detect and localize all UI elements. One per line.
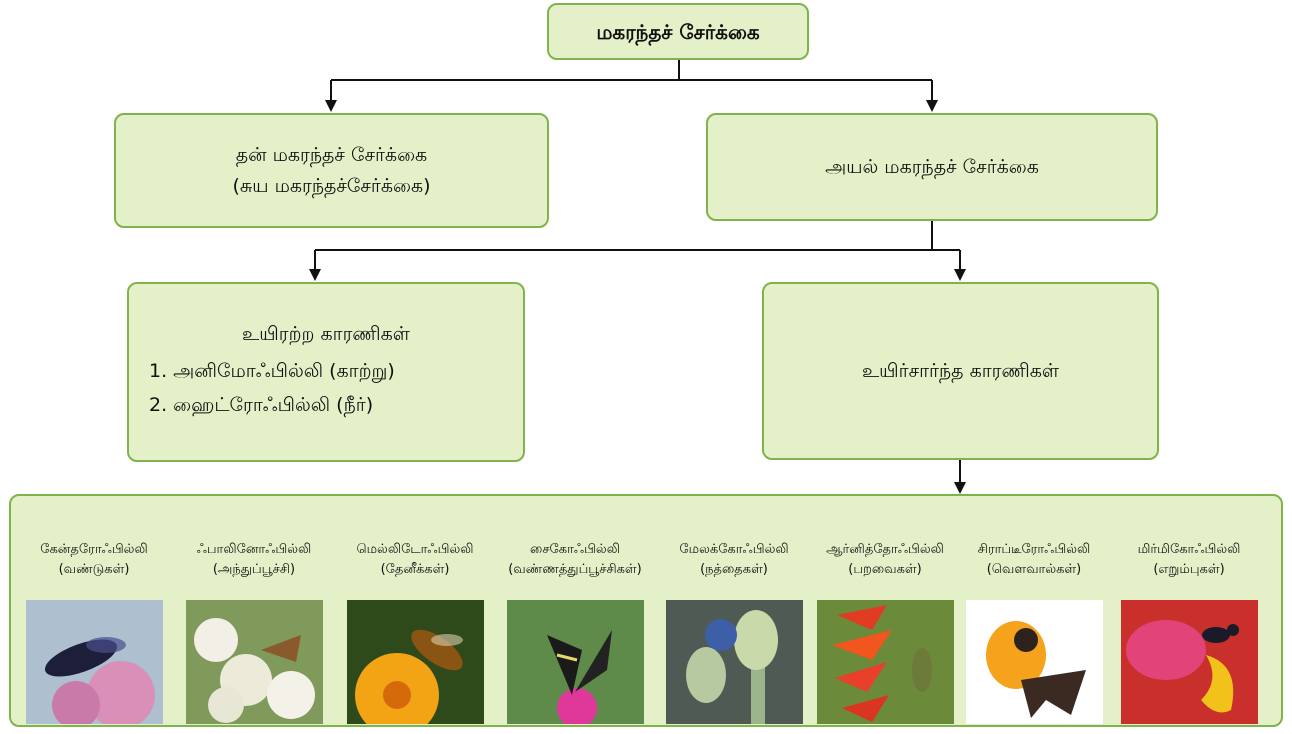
agent-myrmecophily: மிர்மிகோஃபில்லி (எறும்புகள்) xyxy=(1119,540,1259,724)
self-pollination-node: தன் மகரந்தச் சேர்க்கை (சுய மகரந்தச்சேர்க… xyxy=(114,113,549,228)
agent-name: ஆர்னித்தோஃபில்லி xyxy=(826,542,944,557)
agent-animal: (அந்துப்பூச்சி) xyxy=(212,561,296,577)
agent-chiropterophily: சிராப்டீரோஃபில்லி (வௌவால்கள்) xyxy=(964,540,1104,724)
bird-on-heliconia-photo xyxy=(817,600,954,724)
agent-name: ஃபாலினோஃபில்லி xyxy=(196,542,312,557)
agent-name: மேலக்கோஃபில்லி xyxy=(679,542,789,557)
agent-name: மெல்லிடோஃபில்லி xyxy=(356,542,474,557)
root-node-pollination: மகரந்தச் சேர்க்கை xyxy=(547,3,809,60)
beetle-on-flower-photo xyxy=(26,600,163,724)
agent-ornithophily: ஆர்னித்தோஃபில்லி (பறவைகள்) xyxy=(815,540,955,724)
agent-name: மிர்மிகோஃபில்லி xyxy=(1137,542,1241,557)
abiotic-factors-node: உயிரற்ற காரணிகள் 1. அனிமோஃபில்லி (காற்று… xyxy=(127,282,525,462)
abiotic-item-hydrophily: 2. ஹைட்ரோஃபில்லி (நீர்) xyxy=(149,394,374,417)
bee-on-flower-photo xyxy=(347,600,484,724)
biotic-label: உயிர்சார்ந்த காரணிகள் xyxy=(861,359,1060,382)
ant-on-flower-photo xyxy=(1121,600,1258,724)
biotic-factors-node: உயிர்சார்ந்த காரணிகள் xyxy=(762,282,1159,460)
agent-animal: (வண்டுகள்) xyxy=(58,561,130,577)
agent-animal: (பறவைகள்) xyxy=(848,561,922,577)
cross-pollination-label: அயல் மகரந்தச் சேர்க்கை xyxy=(825,155,1039,178)
self-pollination-title: தன் மகரந்தச் சேர்க்கை xyxy=(235,144,428,167)
agent-animal: (நத்தைகள்) xyxy=(700,561,768,577)
agent-name: கேன்தரோஃபில்லி xyxy=(40,542,148,557)
root-label: மகரந்தச் சேர்க்கை xyxy=(596,19,760,44)
agent-phalaenophily: ஃபாலினோஃபில்லி (அந்துப்பூச்சி) xyxy=(184,540,324,724)
butterfly-on-flower-photo xyxy=(507,600,644,724)
bat-photo xyxy=(966,600,1103,724)
moth-on-flower-photo xyxy=(186,600,323,724)
abiotic-title: உயிரற்ற காரணிகள் xyxy=(242,323,410,346)
agent-cantharophily: கேன்தரோஃபில்லி (வண்டுகள்) xyxy=(24,540,164,724)
self-pollination-subtitle: (சுய மகரந்தச்சேர்க்கை) xyxy=(232,174,431,197)
agent-psychophily: சைகோஃபில்லி (வண்ணத்துப்பூச்சிகள்) xyxy=(505,540,645,724)
biotic-agents-panel: கேன்தரோஃபில்லி (வண்டுகள்) ஃபாலினோஃபில்லி… xyxy=(9,494,1283,727)
snail-on-stem-photo xyxy=(666,600,803,724)
agent-animal: (தேனீக்கள்) xyxy=(380,561,450,577)
agent-name: சிராப்டீரோஃபில்லி xyxy=(977,542,1091,557)
agent-name: சைகோஃபில்லி xyxy=(530,542,620,557)
abiotic-item-anemophily: 1. அனிமோஃபில்லி (காற்று) xyxy=(149,359,395,382)
agent-animal: (எறும்புகள்) xyxy=(1153,561,1225,577)
cross-pollination-node: அயல் மகரந்தச் சேர்க்கை xyxy=(706,113,1158,221)
agent-malacophily: மேலக்கோஃபில்லி (நத்தைகள்) xyxy=(664,540,804,724)
agent-animal: (வௌவால்கள்) xyxy=(986,561,1082,577)
agent-melittophily: மெல்லிடோஃபில்லி (தேனீக்கள்) xyxy=(345,540,485,724)
agent-animal: (வண்ணத்துப்பூச்சிகள்) xyxy=(508,561,642,577)
